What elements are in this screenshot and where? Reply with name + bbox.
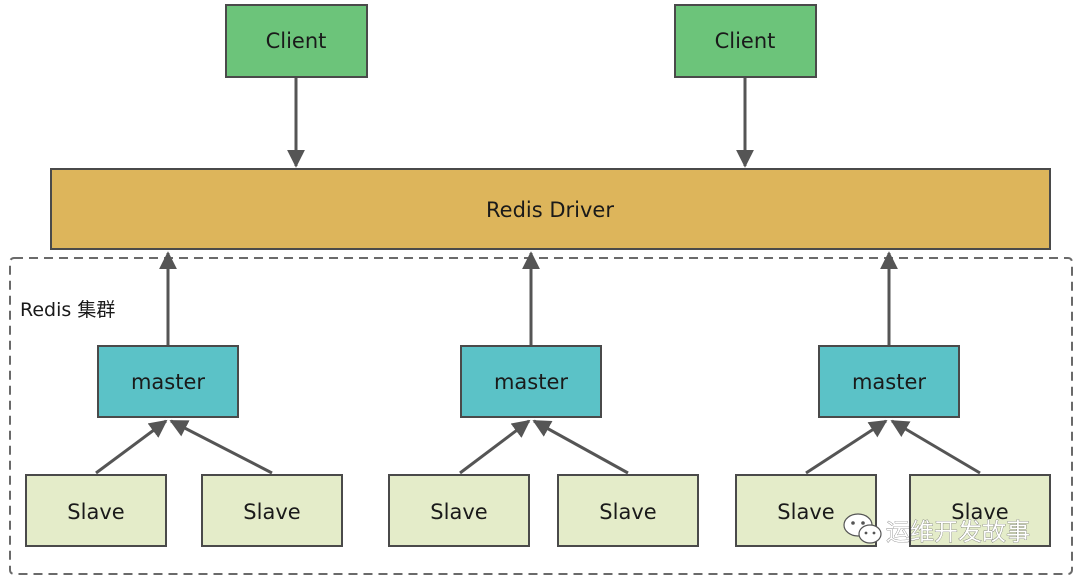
slave-node: Slave bbox=[201, 474, 343, 547]
wechat-icon bbox=[843, 513, 882, 544]
slave-label: Slave bbox=[777, 500, 834, 524]
slave-node: Slave bbox=[25, 474, 167, 547]
slave-label: Slave bbox=[67, 500, 124, 524]
master-label: master bbox=[131, 370, 205, 394]
master-label: master bbox=[852, 370, 926, 394]
edge-slave5-master3 bbox=[805, 419, 888, 475]
slave-node: Slave bbox=[557, 474, 699, 547]
slave-label: Slave bbox=[599, 500, 656, 524]
client-label: Client bbox=[715, 29, 776, 53]
edge-slave4-master2 bbox=[532, 419, 629, 475]
slave-node: Slave bbox=[388, 474, 530, 547]
redis-driver-label: Redis Driver bbox=[486, 198, 614, 222]
client-node: Client bbox=[225, 4, 368, 78]
slave-label: Slave bbox=[243, 500, 300, 524]
slave-label: Slave bbox=[430, 500, 487, 524]
master-node: master bbox=[818, 345, 960, 418]
edge-slave2-master1 bbox=[169, 419, 273, 475]
master-node: master bbox=[460, 345, 602, 418]
edge-slave6-master3 bbox=[890, 419, 981, 475]
edge-slave1-master1 bbox=[95, 419, 168, 475]
edge-slave3-master2 bbox=[459, 419, 531, 475]
watermark-text: 运维开发故事 bbox=[886, 518, 1030, 546]
cluster-label: Redis 集群 bbox=[20, 299, 115, 321]
slave-label: Slave bbox=[951, 500, 1008, 524]
cluster-boundary bbox=[9, 257, 1073, 575]
client-node: Client bbox=[674, 4, 817, 78]
watermark: 运维开发故事 bbox=[843, 513, 1030, 546]
redis-driver-node: Redis Driver bbox=[50, 168, 1051, 250]
master-node: master bbox=[97, 345, 239, 418]
slave-node: Slave bbox=[909, 474, 1051, 547]
client-label: Client bbox=[266, 29, 327, 53]
master-label: master bbox=[494, 370, 568, 394]
